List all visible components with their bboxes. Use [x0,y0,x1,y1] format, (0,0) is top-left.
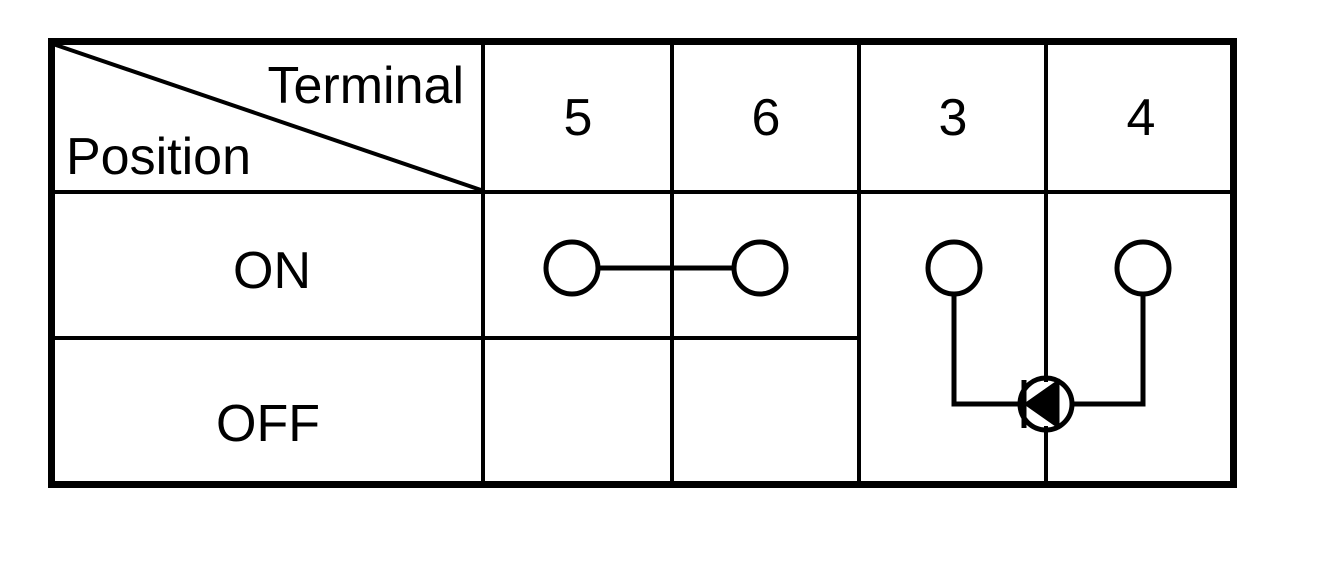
connection-t5-t6 [543,239,789,297]
lamp-symbol-triangle [1023,378,1060,430]
terminal-marker-5 [543,239,601,297]
column-header-terminal-5: 5 [564,89,593,147]
terminal-marker-3 [925,239,983,297]
terminal-marker-6 [731,239,789,297]
column-header-terminal-6: 6 [752,89,781,147]
terminal-marker-4 [1114,239,1172,297]
lamp-indicator-symbol [1017,375,1075,433]
corner-diagonal-divider [52,42,482,192]
column-dividers [481,38,1048,488]
column-header-terminal-4: 4 [1127,89,1156,147]
column-header-terminal-3: 3 [939,89,968,147]
diagonal-slash-line [52,42,482,192]
row-label-off: OFF [216,395,320,453]
row-label-on: ON [233,242,311,300]
row-dividers [48,190,1237,340]
connection-t3-t4-via-lamp [925,239,1172,407]
corner-header-terminal-label: Terminal [268,57,465,115]
corner-header-position-label: Position [66,128,251,186]
